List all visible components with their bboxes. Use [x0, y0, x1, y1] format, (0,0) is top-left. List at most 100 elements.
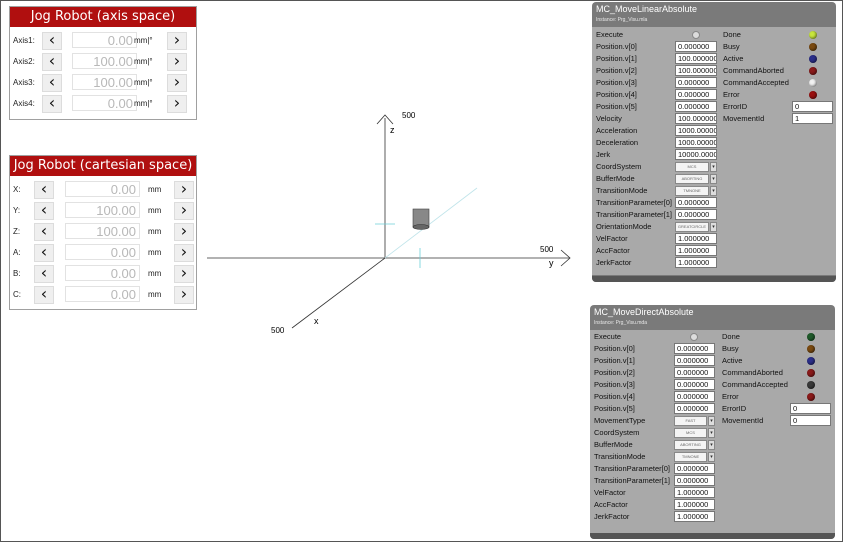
jog-positive-button[interactable]: › [167, 32, 187, 50]
input-field[interactable]: 10000.0000 [675, 149, 717, 160]
jog-negative-button[interactable]: ‹ [42, 53, 62, 71]
input-field[interactable]: 1.000000 [675, 233, 717, 244]
jog-unit-label: mm [148, 290, 162, 299]
jog-negative-button[interactable]: ‹ [34, 202, 54, 220]
jog-value-field[interactable]: 100.00 [65, 223, 140, 239]
jog-negative-button[interactable]: ‹ [42, 95, 62, 113]
jog-positive-button[interactable]: › [174, 223, 194, 241]
jog-negative-button[interactable]: ‹ [34, 265, 54, 283]
jog-positive-button[interactable]: › [174, 181, 194, 199]
jog-value-field[interactable]: 100.00 [72, 74, 137, 90]
jog-value-field[interactable]: 0.00 [65, 244, 140, 260]
input-field[interactable]: 100.000000 [675, 65, 717, 76]
fb-instance: Instance: Prg_Visu.mla [596, 17, 648, 23]
input-field[interactable]: 0.000000 [675, 101, 717, 112]
dropdown-value: MCS [687, 164, 697, 169]
input-label: TransitionParameter[0] [596, 198, 673, 207]
jog-positive-button[interactable]: › [167, 53, 187, 71]
input-dropdown[interactable]: GREATCIRCLE▾ [675, 222, 717, 232]
input-label: Position.v[1] [594, 356, 635, 365]
execute-button[interactable] [692, 31, 700, 39]
jog-negative-button[interactable]: ‹ [34, 286, 54, 304]
input-label: Position.v[0] [594, 344, 635, 353]
chevron-down-icon[interactable]: ▾ [708, 428, 715, 438]
input-field[interactable]: 1.000000 [675, 257, 717, 268]
input-dropdown[interactable]: MCS ▾ [675, 162, 717, 172]
jog-positive-button[interactable]: › [167, 74, 187, 92]
input-field[interactable]: 0.000000 [674, 391, 715, 402]
jog-negative-button[interactable]: ‹ [42, 32, 62, 50]
input-field[interactable]: 0.000000 [674, 403, 715, 414]
jog-unit-label: mm [148, 269, 162, 278]
input-field[interactable]: 0.000000 [675, 89, 717, 100]
input-field[interactable]: 0.000000 [674, 379, 715, 390]
jog-value-field[interactable]: 0.00 [72, 95, 137, 111]
jog-axis-label: B: [13, 269, 21, 278]
chevron-down-icon[interactable]: ▾ [708, 452, 715, 462]
jog-value-field[interactable]: 0.00 [72, 32, 137, 48]
jog-value-field[interactable]: 0.00 [65, 286, 140, 302]
jog-negative-button[interactable]: ‹ [34, 181, 54, 199]
input-field[interactable]: 0.000000 [675, 77, 717, 88]
jog-value-field[interactable]: 100.00 [72, 53, 137, 69]
input-field[interactable]: 1.000000 [674, 499, 715, 510]
input-field[interactable]: 1.000000 [674, 487, 715, 498]
input-field[interactable]: 0.000000 [674, 463, 715, 474]
input-field[interactable]: 1000.00000 [675, 137, 717, 148]
chevron-down-icon[interactable]: ▾ [710, 174, 717, 184]
input-field[interactable]: 0.000000 [674, 367, 715, 378]
jog-negative-button[interactable]: ‹ [42, 74, 62, 92]
input-label: BufferMode [594, 440, 633, 449]
input-dropdown[interactable]: ABORTING ▾ [675, 174, 717, 184]
status-led-icon [809, 67, 817, 75]
input-field[interactable]: 100.000000 [675, 113, 717, 124]
input-field[interactable]: 0.000000 [674, 475, 715, 486]
input-field[interactable]: 100.000000 [675, 53, 717, 64]
output-label: ErrorID [723, 102, 748, 111]
chevron-down-icon[interactable]: ▾ [710, 222, 717, 232]
output-label: MovementId [722, 416, 764, 425]
jog-negative-button[interactable]: ‹ [34, 223, 54, 241]
input-field[interactable]: 1000.00000 [675, 125, 717, 136]
jog-value-field[interactable]: 100.00 [65, 202, 140, 218]
input-dropdown[interactable]: MCS▾ [674, 428, 715, 438]
dropdown-value: FAST [685, 418, 696, 423]
input-dropdown[interactable]: ABORTING▾ [674, 440, 715, 450]
input-field[interactable]: 0.000000 [675, 41, 717, 52]
input-field[interactable]: 0.000000 [675, 197, 717, 208]
jog-unit-label: mm|° [134, 57, 153, 66]
input-label: Position.v[5] [596, 102, 637, 111]
input-dropdown[interactable]: FAST ▾ [674, 416, 715, 426]
jog-positive-button[interactable]: › [167, 95, 187, 113]
jog-value-field[interactable]: 0.00 [65, 265, 140, 281]
mc-move-linear-absolute-panel: MC_MoveLinearAbsolute Instance: Prg_Visu… [592, 2, 836, 282]
input-field[interactable]: 1.000000 [675, 245, 717, 256]
jog-unit-label: mm [148, 185, 162, 194]
chevron-down-icon[interactable]: ▾ [710, 162, 717, 172]
z-max-label: 500 [402, 111, 416, 120]
chevron-down-icon[interactable]: ▾ [708, 416, 715, 426]
status-led-icon [807, 369, 815, 377]
jog-value-field[interactable]: 0.00 [65, 181, 140, 197]
chevron-down-icon[interactable]: ▾ [708, 440, 715, 450]
jog-negative-button[interactable]: ‹ [34, 244, 54, 262]
jog-positive-button[interactable]: › [174, 265, 194, 283]
jog-positive-button[interactable]: › [174, 202, 194, 220]
input-dropdown[interactable]: TMNONE▾ [675, 186, 717, 196]
input-field[interactable]: 0.000000 [674, 355, 715, 366]
input-field[interactable]: 0.000000 [675, 209, 717, 220]
input-field[interactable]: 0.000000 [674, 343, 715, 354]
execute-button[interactable] [690, 333, 698, 341]
jog-row: X: ‹ 0.00 mm › [10, 181, 196, 199]
input-field[interactable]: 1.000000 [674, 511, 715, 522]
chevron-down-icon[interactable]: ▾ [710, 186, 717, 196]
input-dropdown[interactable]: TMNONE▾ [674, 452, 715, 462]
output-label: CommandAccepted [722, 380, 788, 389]
dropdown-value: ABORTING [681, 176, 703, 181]
jog-positive-button[interactable]: › [174, 286, 194, 304]
jog-axis-label: X: [13, 185, 21, 194]
jog-positive-button[interactable]: › [174, 244, 194, 262]
input-label: MovementType [594, 416, 646, 425]
